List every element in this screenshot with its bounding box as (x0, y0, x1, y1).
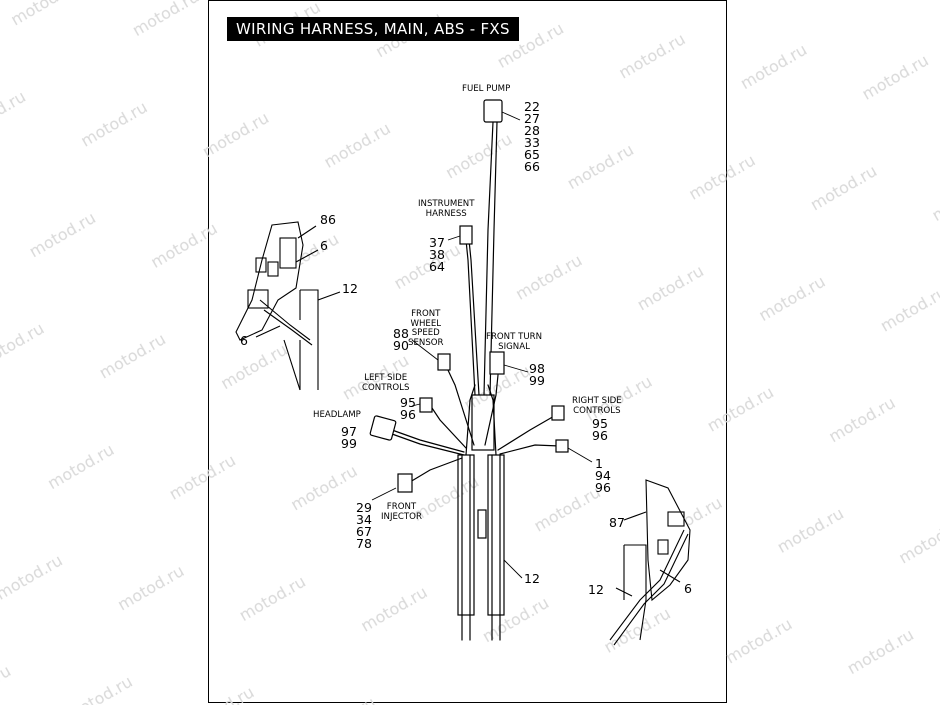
harness-clip (477, 509, 487, 539)
left-inset-leaders (255, 225, 341, 338)
label-left-side-controls: LEFT SIDE CONTROLS (362, 373, 410, 393)
left-wires (259, 299, 313, 346)
left-frame-edge (283, 339, 301, 391)
label-front-turn-signal: FRONT TURN SIGNAL (486, 332, 543, 352)
label-headlamp: HEADLAMP (313, 410, 361, 420)
callout-right-clip: 6 (684, 581, 692, 596)
leader-main-harness (503, 559, 523, 579)
fuel-pump-connector (483, 99, 503, 123)
callout-front-turn-signal: 98 99 (529, 361, 545, 388)
turn-signal-connector (489, 351, 505, 375)
callout-right-bracket: 87 (609, 515, 625, 530)
right-connector-a (667, 511, 685, 527)
right-inset-drawing (609, 479, 691, 646)
callout-left-clip-lower: 6 (240, 333, 248, 348)
callout-right-harness: 12 (588, 582, 604, 597)
page-title: WIRING HARNESS, MAIN, ABS - FXS (227, 17, 519, 41)
speed-sensor-wire (446, 367, 475, 446)
left-controls-connector (419, 397, 433, 413)
callout-right-side-controls: 95 96 (592, 416, 608, 443)
callout-left-clip-upper: 6 (320, 238, 328, 253)
callout-left-harness: 12 (342, 281, 358, 296)
leader-fuel-pump (501, 111, 521, 121)
instrument-harness-wire (465, 239, 480, 396)
callout-front-injector: 29 34 67 78 (356, 500, 372, 551)
leader-right-lower (567, 447, 593, 463)
leader-speed-sensor (411, 339, 439, 361)
speed-sensor-connector (437, 353, 451, 371)
leader-left-controls (411, 403, 421, 407)
left-frame-tube (299, 289, 319, 390)
left-relay (279, 237, 297, 269)
leader-injector (371, 487, 397, 501)
callout-left-side-controls: 95 96 (400, 395, 416, 422)
connectors (369, 99, 569, 493)
label-fuel-pump: FUEL PUMP (462, 84, 511, 94)
right-connector-b (657, 539, 669, 555)
leader-lines (371, 111, 593, 579)
leader-turn-signal (503, 364, 529, 373)
left-connector-a (255, 257, 267, 273)
label-instrument-harness: INSTRUMENT HARNESS (418, 199, 475, 219)
right-frame-tube (623, 544, 647, 641)
callout-wheel-speed-sensor: 88 90 (393, 326, 409, 353)
main-harness-wiring (391, 121, 561, 641)
label-right-side-controls: RIGHT SIDE CONTROLS (572, 396, 622, 416)
injector-wire (409, 457, 463, 483)
label-front-injector: FRONT INJECTOR (381, 502, 422, 522)
harness-trunk (461, 454, 501, 641)
left-controls-wire (431, 407, 467, 449)
left-connector-b (267, 261, 279, 277)
leader-instrument (447, 235, 461, 241)
headlamp-connector (369, 415, 397, 441)
callout-left-bracket: 86 (320, 212, 336, 227)
left-bracket (235, 221, 304, 341)
right-lower-connector (555, 439, 569, 453)
left-module (247, 289, 269, 309)
right-wires (609, 529, 689, 646)
instrument-connector (459, 225, 473, 245)
callout-instrument-harness: 37 38 64 (429, 235, 445, 274)
callout-headlamp: 97 99 (341, 424, 357, 451)
right-controls-wire (497, 414, 561, 455)
fuel-pump-wire (483, 121, 498, 396)
right-inset-leaders (615, 511, 681, 597)
left-inset-drawing (235, 221, 341, 391)
harness-junction (471, 394, 495, 451)
callout-main-harness: 12 (524, 571, 540, 586)
turn-signal-wire (484, 374, 499, 446)
callout-right-lower: 1 94 96 (595, 456, 611, 495)
right-controls-connector (551, 405, 565, 421)
injector-connector (397, 473, 413, 493)
callout-fuel-pump: 22 27 28 33 65 66 (524, 99, 540, 174)
label-front-wheel-speed-sensor: FRONT WHEEL SPEED SENSOR (408, 309, 444, 348)
headlamp-wire (391, 429, 465, 456)
